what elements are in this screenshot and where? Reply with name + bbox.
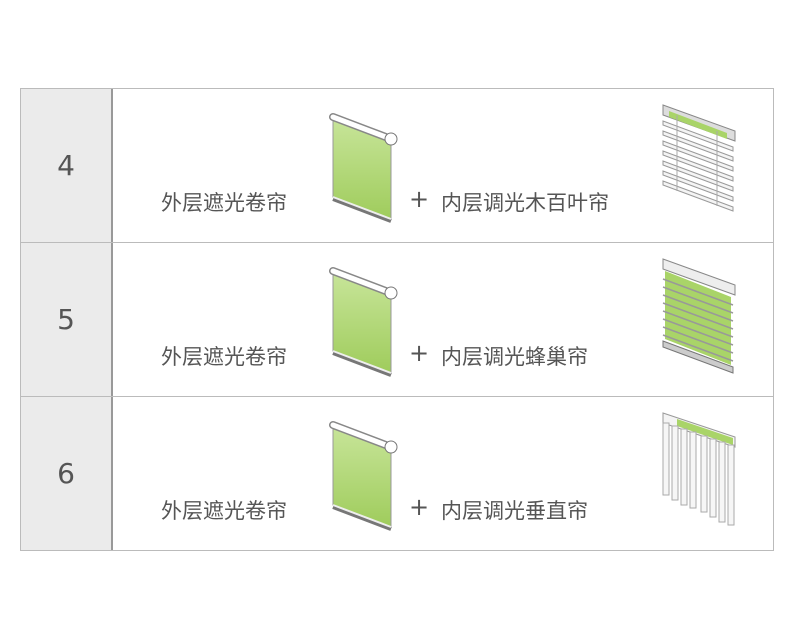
vertical-blind-icon: [657, 409, 741, 529]
blind-combination-table: 4 外层遮光卷帘 + 内层调光木百叶帘 5 外层遮光卷帘 + 内层调光蜂巢帘 6…: [20, 88, 774, 551]
inner-blind-label: 内层调光木百叶帘: [441, 191, 609, 215]
roller-blind-icon: [327, 415, 399, 535]
plus-sign: +: [409, 339, 430, 367]
outer-blind-label: 外层遮光卷帘: [161, 191, 287, 215]
table-row: 5 外层遮光卷帘 + 内层调光蜂巢帘: [21, 243, 773, 397]
roller-blind-icon: [327, 107, 399, 227]
inner-blind-label: 内层调光蜂巢帘: [441, 345, 588, 369]
inner-blind-label: 内层调光垂直帘: [441, 499, 588, 523]
honeycomb-blind-icon: [657, 255, 741, 375]
outer-blind-label: 外层遮光卷帘: [161, 345, 287, 369]
outer-blind-label: 外层遮光卷帘: [161, 499, 287, 523]
plus-sign: +: [409, 493, 430, 521]
row-number: 6: [21, 397, 113, 550]
plus-sign: +: [409, 185, 430, 213]
venetian-blind-icon: [657, 101, 741, 221]
row-number: 5: [21, 243, 113, 396]
table-row: 4 外层遮光卷帘 + 内层调光木百叶帘: [21, 89, 773, 243]
roller-blind-icon: [327, 261, 399, 381]
row-number: 4: [21, 89, 113, 242]
table-row: 6 外层遮光卷帘 + 内层调光垂直帘: [21, 397, 773, 550]
